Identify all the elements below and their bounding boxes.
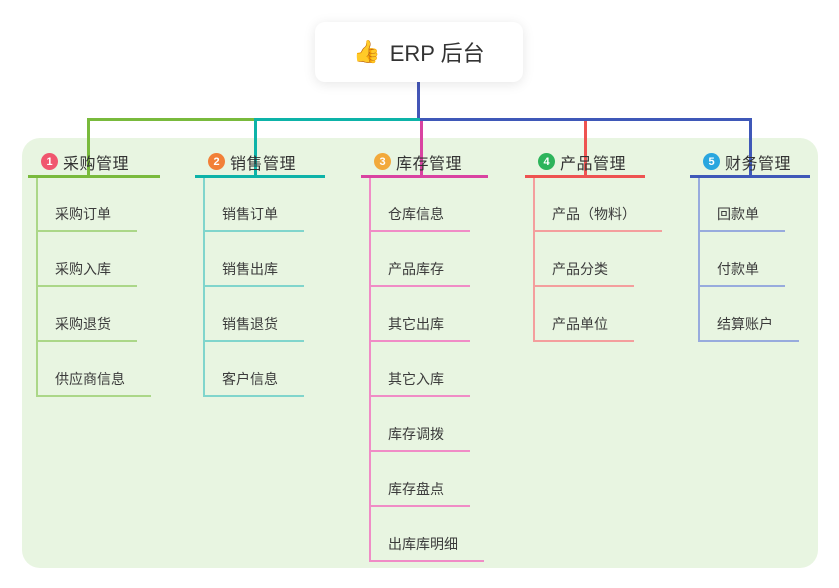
leaf-node[interactable]: 库存调拨	[369, 418, 470, 452]
branch-node-3[interactable]: 3 库存管理	[361, 148, 488, 178]
connector-bus-segment	[254, 118, 423, 121]
connector-branch-spine	[533, 178, 535, 342]
leaf-node[interactable]: 库存盘点	[369, 473, 470, 507]
connector-branch-spine	[36, 178, 38, 397]
branch-number-badge: 1	[41, 153, 58, 170]
leaf-node[interactable]: 采购订单	[36, 198, 137, 232]
leaf-node[interactable]: 采购入库	[36, 253, 137, 287]
leaf-node[interactable]: 供应商信息	[36, 363, 151, 397]
leaf-node[interactable]: 仓库信息	[369, 198, 470, 232]
branch-node-1[interactable]: 1 采购管理	[28, 148, 160, 178]
connector-root-vertical	[417, 82, 420, 118]
root-title: ERP 后台	[389, 41, 485, 66]
connector-branch-drop	[584, 121, 587, 178]
connector-bus-segment	[420, 118, 752, 121]
leaf-node[interactable]: 其它入库	[369, 363, 470, 397]
branch-number-badge: 4	[538, 153, 555, 170]
leaf-node[interactable]: 产品分类	[533, 253, 634, 287]
branch-label: 采购管理	[63, 155, 130, 173]
branch-label: 库存管理	[396, 155, 463, 173]
connector-branch-drop	[87, 121, 90, 178]
branch-node-5[interactable]: 5 财务管理	[690, 148, 810, 178]
leaf-node[interactable]: 客户信息	[203, 363, 304, 397]
branch-number-badge: 5	[703, 153, 720, 170]
branch-number-badge: 2	[208, 153, 225, 170]
root-node[interactable]: 👍 ERP 后台	[315, 22, 523, 82]
leaf-node[interactable]: 销售出库	[203, 253, 304, 287]
leaf-node[interactable]: 产品单位	[533, 308, 634, 342]
leaf-node[interactable]: 付款单	[698, 253, 785, 287]
connector-branch-drop	[254, 121, 257, 178]
branch-label: 销售管理	[230, 155, 297, 173]
leaf-node[interactable]: 产品库存	[369, 253, 470, 287]
thumbs-up-icon: 👍	[353, 39, 381, 64]
branch-number-badge: 3	[374, 153, 391, 170]
leaf-node[interactable]: 回款单	[698, 198, 785, 232]
connector-branch-drop	[749, 121, 752, 178]
leaf-node[interactable]: 采购退货	[36, 308, 137, 342]
connector-branch-spine	[203, 178, 205, 397]
branch-label: 财务管理	[725, 155, 792, 173]
connector-branch-spine	[698, 178, 700, 342]
branch-node-4[interactable]: 4 产品管理	[525, 148, 645, 178]
leaf-node[interactable]: 销售退货	[203, 308, 304, 342]
leaf-node[interactable]: 销售订单	[203, 198, 304, 232]
mindmap-canvas	[22, 138, 818, 568]
leaf-node[interactable]: 出库库明细	[369, 528, 484, 562]
connector-bus-segment	[87, 118, 257, 121]
leaf-node[interactable]: 其它出库	[369, 308, 470, 342]
branch-node-2[interactable]: 2 销售管理	[195, 148, 325, 178]
leaf-node[interactable]: 结算账户	[698, 308, 799, 342]
connector-branch-drop	[420, 121, 423, 178]
leaf-node[interactable]: 产品（物料）	[533, 198, 662, 232]
connector-branch-spine	[369, 178, 371, 562]
branch-label: 产品管理	[560, 155, 627, 173]
